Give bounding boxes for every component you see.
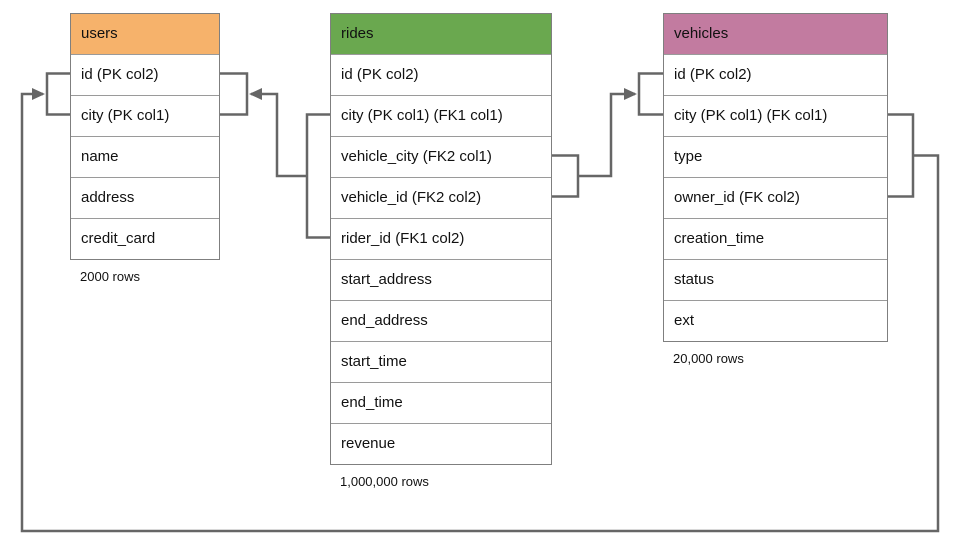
column-row: credit_card [71, 218, 219, 259]
relationship-rides-to-vehicles [552, 72, 663, 198]
column-row: name [71, 136, 219, 177]
column-row: start_address [331, 259, 551, 300]
table-vehicles-box: vehicles id (PK col2) city (PK col1) (FK… [663, 13, 888, 342]
column-row: city (PK col1) (FK col1) [664, 95, 887, 136]
column-row: id (PK col2) [71, 54, 219, 95]
rides-fk1-bus-line [305, 113, 330, 239]
column-row: owner_id (FK col2) [664, 177, 887, 218]
column-row: address [71, 177, 219, 218]
users-left-arrowhead-icon [32, 88, 45, 100]
rides-to-users-branch-line [251, 92, 307, 178]
column-row: creation_time [664, 218, 887, 259]
column-row: id (PK col2) [331, 54, 551, 95]
users-pk-bracket-right [220, 72, 249, 116]
users-arrowhead-icon [249, 88, 262, 100]
vehicles-fk-bus-line [888, 113, 915, 198]
column-row: ext [664, 300, 887, 341]
column-row: status [664, 259, 887, 300]
column-row: end_time [331, 382, 551, 423]
column-row: vehicle_city (FK2 col1) [331, 136, 551, 177]
relationship-vehicles-to-users [20, 72, 940, 533]
relationship-rides-to-users [220, 72, 330, 239]
table-users-header: users [71, 14, 219, 54]
column-row: vehicle_id (FK2 col2) [331, 177, 551, 218]
users-pk-bracket-left [45, 72, 70, 116]
table-users: users id (PK col2) city (PK col1) name a… [70, 13, 220, 284]
column-row: rider_id (FK1 col2) [331, 218, 551, 259]
column-row: end_address [331, 300, 551, 341]
column-row: start_time [331, 341, 551, 382]
table-vehicles: vehicles id (PK col2) city (PK col1) (FK… [663, 13, 888, 366]
rides-fk2-bus-line [552, 154, 580, 198]
table-rides-header: rides [331, 14, 551, 54]
vehicles-pk-bracket-left [637, 72, 663, 116]
column-row: id (PK col2) [664, 54, 887, 95]
vehicles-arrowhead-icon [624, 88, 637, 100]
table-rides-box: rides id (PK col2) city (PK col1) (FK1 c… [330, 13, 552, 465]
column-row: city (PK col1) (FK1 col1) [331, 95, 551, 136]
column-row: type [664, 136, 887, 177]
row-count-label: 1,000,000 rows [340, 474, 429, 489]
row-count-label: 2000 rows [80, 269, 140, 284]
rides-to-vehicles-branch-line [578, 92, 635, 178]
table-rides: rides id (PK col2) city (PK col1) (FK1 c… [330, 13, 552, 489]
row-count-label: 20,000 rows [673, 351, 744, 366]
vehicles-to-users-perimeter-line [20, 92, 940, 533]
table-vehicles-header: vehicles [664, 14, 887, 54]
column-row: city (PK col1) [71, 95, 219, 136]
table-users-box: users id (PK col2) city (PK col1) name a… [70, 13, 220, 260]
column-row: revenue [331, 423, 551, 464]
